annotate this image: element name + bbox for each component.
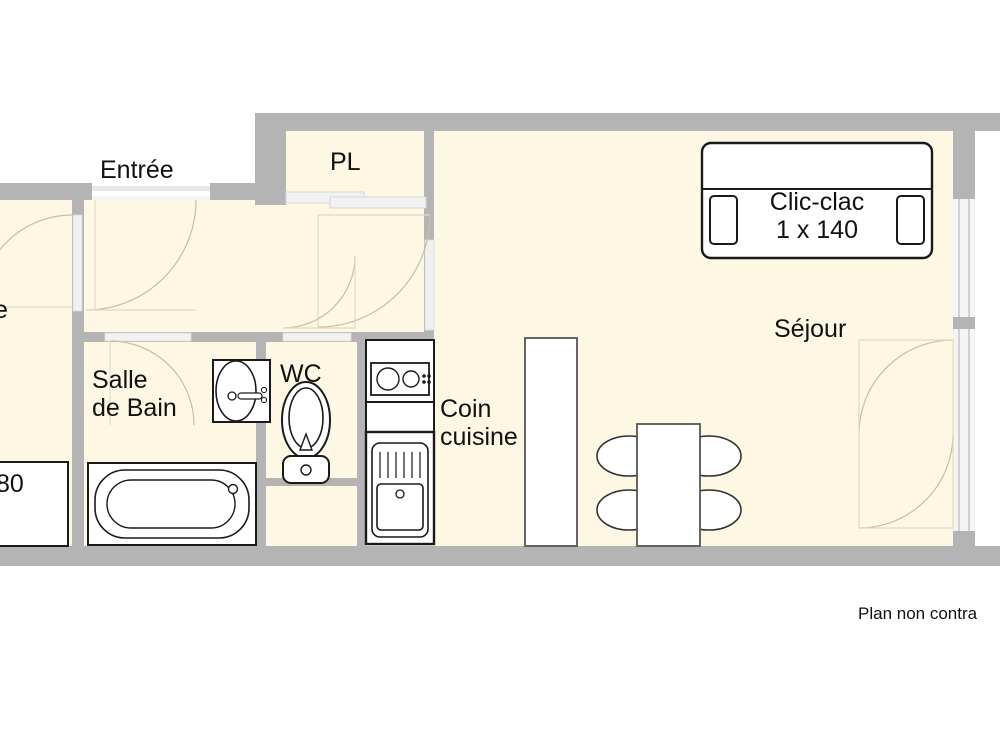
clic-clac-arm-right bbox=[896, 195, 925, 245]
door-swing-arcs bbox=[0, 199, 954, 529]
kitchen-column-fixture bbox=[524, 337, 578, 547]
cooktop-burner-small bbox=[402, 370, 420, 388]
toilet-flap bbox=[298, 432, 314, 451]
arc-door-hall bbox=[282, 255, 356, 329]
washbasin-fixture bbox=[212, 359, 271, 423]
bed-left-fixture bbox=[0, 461, 69, 547]
placard-sliding-doors bbox=[285, 191, 427, 209]
cooktop-burner-large bbox=[376, 367, 400, 391]
windows bbox=[92, 183, 975, 531]
clic-clac-line-2: 1 x 140 bbox=[775, 216, 858, 244]
plan-disclaimer: Plan non contra bbox=[858, 604, 978, 623]
clic-clac-body bbox=[700, 141, 934, 260]
toilet-fixture bbox=[281, 381, 331, 484]
window-upper-sill bbox=[953, 317, 975, 329]
cooktop-knob-2 bbox=[422, 380, 426, 384]
washbasin-drain bbox=[227, 391, 237, 401]
toilet-flush-button bbox=[300, 464, 312, 476]
sink-basin bbox=[376, 483, 424, 531]
window-upper-glass bbox=[953, 199, 975, 317]
threshold-sejour bbox=[424, 239, 435, 331]
dining-table-top bbox=[636, 423, 701, 547]
threshold-chambre bbox=[72, 214, 83, 312]
arc-french-door-box bbox=[858, 339, 954, 529]
kitchen-column-outline bbox=[524, 337, 578, 547]
cooktop-counter-lower bbox=[365, 401, 435, 433]
floor-wc-lower bbox=[265, 484, 361, 546]
cooktop-fixture bbox=[365, 339, 435, 433]
washbasin-bowl bbox=[215, 360, 257, 422]
arc-french-door-bottom bbox=[858, 433, 954, 529]
bed-left-outline bbox=[0, 461, 69, 547]
cooktop-knob-1 bbox=[422, 374, 426, 378]
threshold-salle-de-bain bbox=[104, 332, 192, 342]
sink-drain bbox=[395, 489, 405, 499]
cooktop-knob-3 bbox=[427, 374, 431, 378]
arc-french-door-top bbox=[858, 339, 954, 435]
entry-door-leaf bbox=[92, 186, 210, 191]
arc-door-bedroom bbox=[0, 214, 73, 251]
bathtub-fixture bbox=[87, 462, 257, 546]
placard-door-right bbox=[329, 196, 427, 209]
french-door-glass bbox=[953, 329, 975, 531]
clic-clac-line-1: Clic-clac bbox=[769, 188, 865, 216]
dining-set bbox=[596, 423, 742, 547]
cooktop-knob-4 bbox=[427, 380, 431, 384]
entry-door-frame bbox=[92, 196, 210, 200]
arc-door-sejour bbox=[317, 214, 431, 328]
bathtub-basin bbox=[106, 479, 236, 529]
arc-entry-door bbox=[85, 199, 197, 311]
bathtub-drain bbox=[227, 483, 239, 495]
sink-drainboard-grooves bbox=[379, 452, 421, 478]
clic-clac-fixture bbox=[700, 141, 934, 260]
wall-wc-kitchen bbox=[357, 340, 365, 546]
floor-entree bbox=[82, 198, 280, 334]
washbasin-tap-1 bbox=[260, 386, 268, 394]
wall-plhall-bottom bbox=[282, 332, 434, 342]
wall-top-sejour bbox=[255, 113, 1000, 131]
arc-door-bath bbox=[109, 340, 195, 426]
door-thresholds bbox=[72, 214, 435, 342]
clic-clac-arm-left bbox=[709, 195, 738, 245]
wall-bottom-exterior bbox=[0, 546, 1000, 566]
wall-bath-wc bbox=[256, 340, 266, 546]
washbasin-faucet bbox=[237, 392, 263, 400]
washbasin-tap-2 bbox=[260, 396, 268, 404]
sink-fixture bbox=[364, 430, 436, 546]
threshold-wc bbox=[282, 332, 352, 342]
